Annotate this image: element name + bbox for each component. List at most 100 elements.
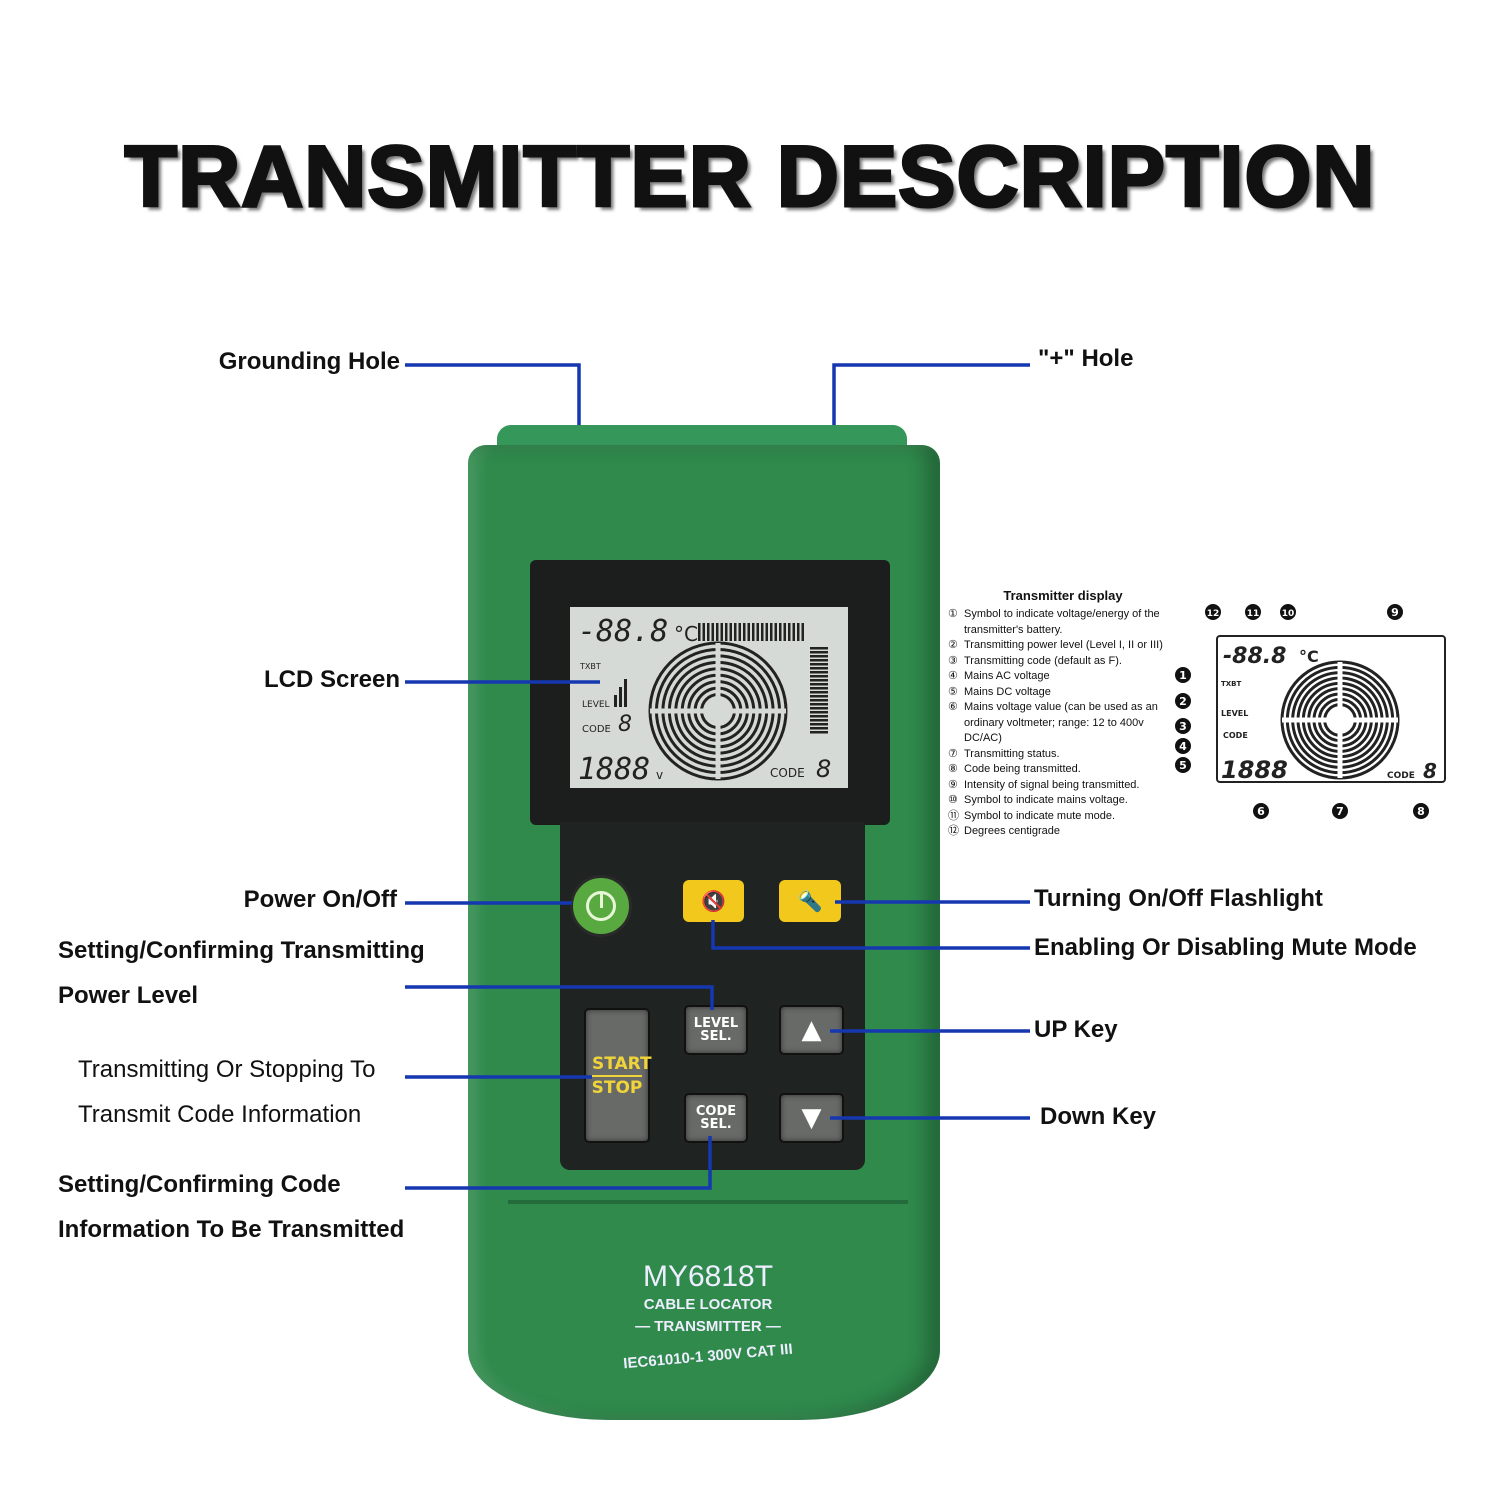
label-mute: Enabling Or Disabling Mute Mode	[1034, 934, 1417, 961]
signal-bar	[702, 623, 705, 641]
marker-number: 3	[1179, 720, 1187, 733]
signal-bar	[810, 663, 828, 666]
legend-title: Transmitter display	[1003, 588, 1123, 603]
power-button[interactable]	[570, 875, 632, 937]
marker-circle	[1205, 604, 1221, 620]
signal-bar	[810, 723, 828, 726]
marker-circle	[1280, 604, 1296, 620]
signal-bar	[810, 679, 828, 682]
marker-circle	[1332, 803, 1348, 819]
ref-voltage: 1888	[1221, 756, 1288, 784]
legend-number: ⑦	[948, 747, 958, 760]
marker-number: 11	[1247, 609, 1260, 619]
signal-bar	[810, 695, 828, 698]
signal-bar	[770, 623, 773, 641]
lcd-temp-unit: °C	[674, 622, 698, 646]
ref-code-right: CODE	[1387, 771, 1415, 781]
signal-bar	[774, 623, 777, 641]
flashlight-button[interactable]: 🔦	[779, 880, 841, 922]
body-seam	[508, 1200, 908, 1204]
triangle-down-icon: ▼	[801, 1102, 822, 1133]
signal-bar	[788, 623, 791, 641]
signal-bar	[747, 623, 750, 641]
signal-bar	[810, 699, 828, 702]
legend-number: ⑤	[948, 685, 958, 698]
marker-circle	[1175, 693, 1191, 709]
lcd-code-right: CODE	[770, 766, 805, 780]
ref-code: CODE	[1223, 731, 1248, 740]
signal-bar	[734, 623, 737, 641]
signal-bar	[810, 655, 828, 658]
signal-bar	[797, 623, 800, 641]
leader-plus-hole	[832, 363, 1030, 425]
legend-text: Symbol to indicate mute mode.	[964, 809, 1116, 822]
power-icon	[586, 891, 616, 921]
marker-circle	[1253, 803, 1269, 819]
signal-bar	[720, 623, 723, 641]
marker-number: 9	[1391, 606, 1399, 619]
signal-bar	[810, 647, 828, 650]
lcd-reference-diagram: -88.8 °C TXBT LEVEL CODE 1888 CODE 8 123…	[1175, 604, 1446, 819]
page-title: TRANSMITTER DESCRIPTION	[123, 128, 1376, 227]
label-flashlight: Turning On/Off Flashlight	[1034, 885, 1323, 912]
marker-circle	[1175, 718, 1191, 734]
signal-bar	[716, 623, 719, 641]
lcd-voltage: 1888	[578, 752, 650, 787]
marker-circle	[1175, 757, 1191, 773]
lcd-graphic: -88.8 °C TXBT LEVEL CODE 8 1888 v CODE 8	[578, 614, 831, 787]
legend-text: Transmitting status.	[964, 747, 1060, 760]
marker-number: 10	[1282, 609, 1295, 619]
ref-battery: TXBT	[1221, 680, 1242, 688]
ref-temp: -88.8	[1223, 644, 1286, 669]
lcd-code-digit: 8	[618, 712, 632, 737]
leader-mute	[711, 920, 1030, 950]
lcd-code-digit-right: 8	[816, 755, 831, 783]
signal-bar	[801, 623, 804, 641]
leader-level	[405, 985, 714, 1010]
mute-icon: 🔇	[701, 889, 726, 913]
legend-number: ⑩	[948, 794, 958, 806]
signal-bar	[810, 659, 828, 662]
label-up-key: UP Key	[1034, 1016, 1118, 1043]
lcd-volt-unit: v	[656, 768, 663, 782]
lcd-screen: -88.8 °C TXBT LEVEL CODE 8 1888 v CODE 8	[570, 607, 848, 788]
label-lcd-screen: LCD Screen	[263, 666, 400, 693]
model-subtitle: CABLE LOCATOR	[643, 1296, 773, 1313]
lcd-level-bars-icon	[614, 679, 627, 707]
key-label: CODE	[695, 1104, 737, 1119]
legend-text: Code being transmitted.	[964, 763, 1081, 775]
lcd-signal-intensity-bars	[698, 623, 828, 734]
marker-circle	[1387, 604, 1403, 620]
legend-text: Intensity of signal being transmitted.	[964, 778, 1140, 791]
signal-bar	[711, 623, 714, 641]
signal-bar	[810, 707, 828, 710]
legend-text: Transmitting power level (Level I, II or…	[964, 639, 1163, 651]
lcd-battery: TXBT	[579, 662, 601, 671]
signal-bar	[810, 667, 828, 670]
marker-circle	[1413, 803, 1429, 819]
legend-item: ⑦ Transmitting status.	[948, 747, 1178, 763]
ref-rings	[1280, 660, 1400, 780]
signal-bar	[729, 623, 732, 641]
signal-bar	[810, 715, 828, 718]
mute-button[interactable]: 🔇	[683, 880, 744, 922]
label-transmit-2: Transmit Code Information	[78, 1101, 362, 1128]
lcd-level: LEVEL	[582, 700, 610, 710]
signal-bar	[707, 623, 710, 641]
label-down-key: Down Key	[1040, 1103, 1157, 1130]
flashlight-icon: 🔦	[797, 889, 823, 913]
ref-temp-unit: °C	[1299, 647, 1319, 666]
legend-text: Transmitting code (default as F).	[964, 654, 1122, 667]
signal-bar	[765, 623, 768, 641]
legend-number: ④	[948, 670, 958, 682]
legend-number: ①	[948, 608, 958, 620]
